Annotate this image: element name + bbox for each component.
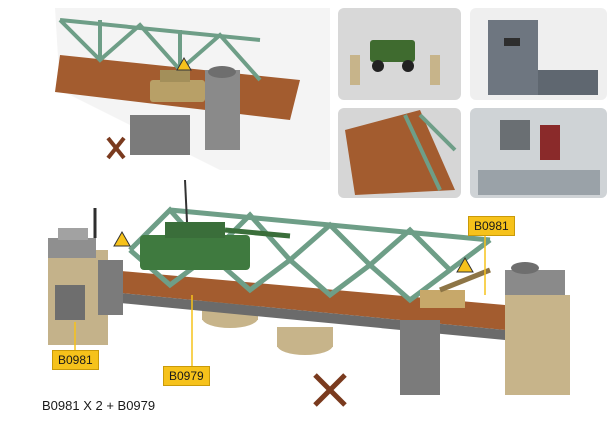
thumbnail-deck-detail <box>338 108 461 198</box>
bridge-closeup <box>55 8 330 170</box>
thumbnail-tower <box>470 8 607 100</box>
thumbnail-jeep <box>338 8 461 100</box>
main-bridge <box>48 179 570 407</box>
label-tag-middle: B0979 <box>163 366 210 386</box>
set-formula: B0981 X 2 + B0979 <box>42 398 156 413</box>
label-tag-left: B0981 <box>52 350 99 370</box>
label-tag-right: B0981 <box>468 216 515 236</box>
thumbnail-interior <box>470 108 607 198</box>
